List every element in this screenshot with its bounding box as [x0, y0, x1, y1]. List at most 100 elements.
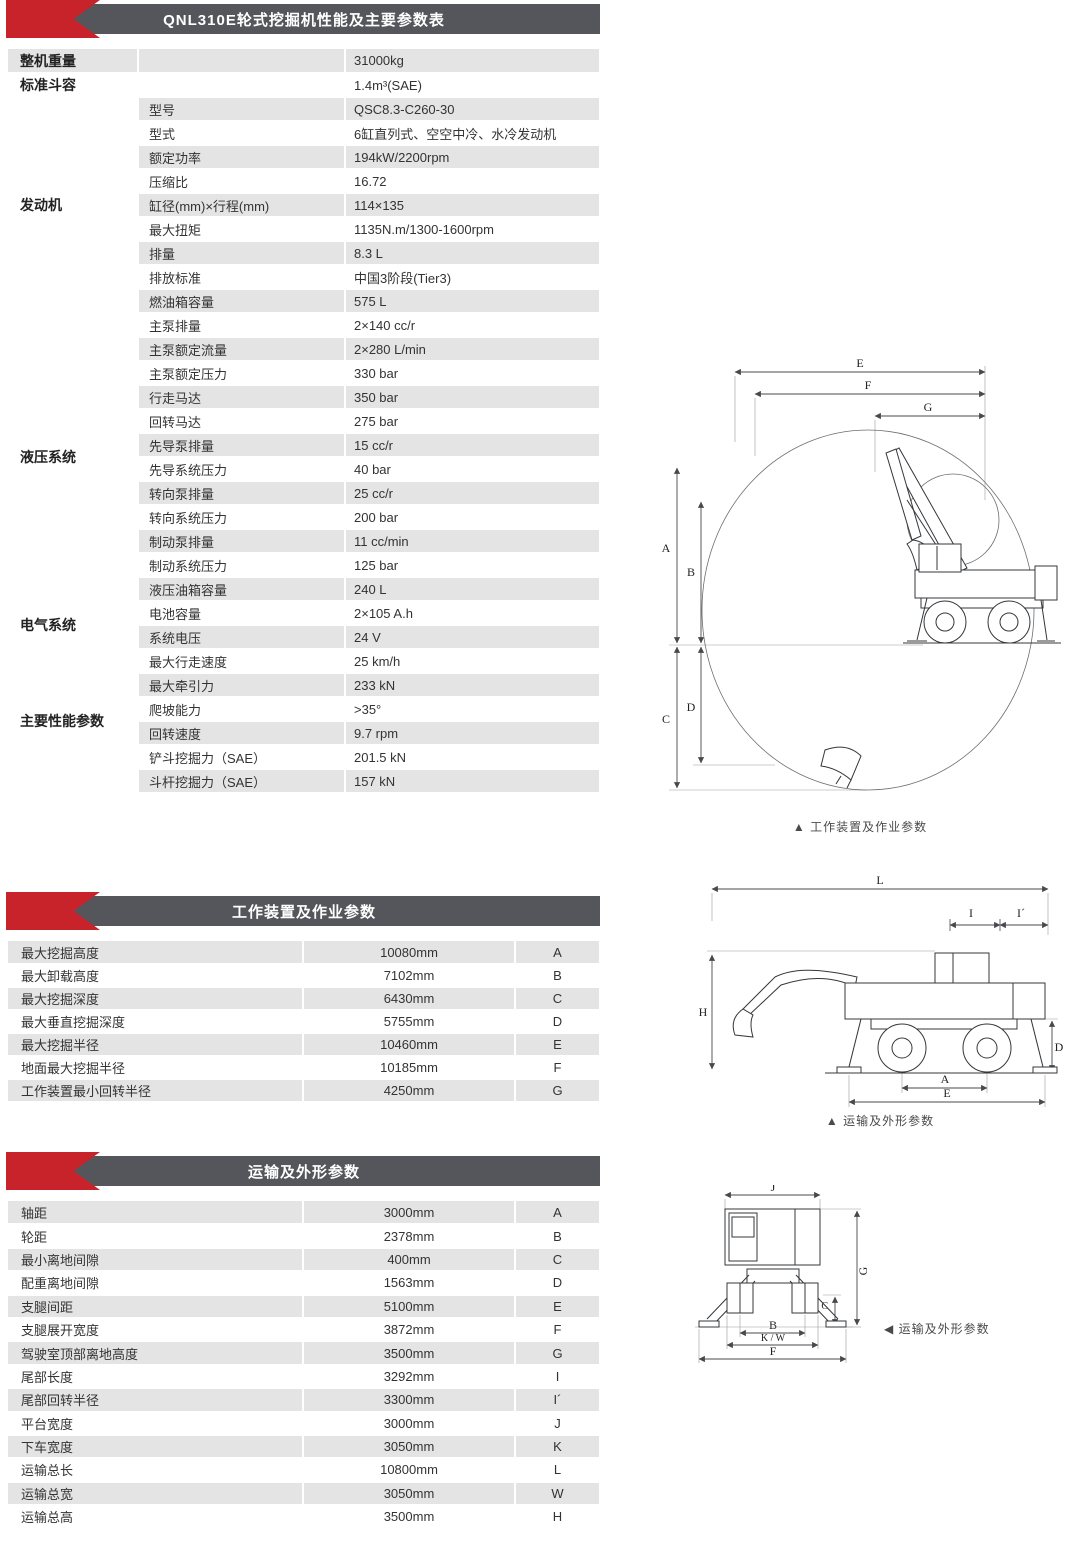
spec-value: 114×135: [345, 193, 601, 218]
dim-label-g: G: [924, 400, 933, 414]
dim-label-b: B: [769, 1318, 777, 1332]
spec-label: 铲斗挖掘力（SAE）: [138, 745, 346, 770]
param-pval: 3500mm: [303, 1341, 516, 1366]
spec-label: [138, 49, 346, 74]
param-code: E: [515, 1294, 601, 1319]
param-pval: 1563mm: [303, 1271, 516, 1296]
working-section-title: 工作装置及作业参数: [231, 903, 376, 921]
spec-label: 电池容量: [138, 601, 346, 626]
param-name: 支腿间距: [8, 1294, 304, 1319]
spec-label: 先导系统压力: [138, 457, 346, 482]
working-figure-caption: ▲ 工作装置及作业参数: [792, 820, 928, 834]
dim-label-f: F: [770, 1344, 777, 1358]
param-pval: 5755mm: [303, 1010, 516, 1034]
spec-value: 40 bar: [345, 457, 601, 482]
spec-label: 系统电压: [138, 625, 346, 650]
spec-value: 200 bar: [345, 505, 601, 530]
param-code: E: [515, 1033, 601, 1057]
spec-label: 主泵额定压力: [138, 361, 346, 386]
param-pval: 10800mm: [303, 1458, 516, 1483]
param-name: 运输总高: [8, 1505, 304, 1530]
param-code: G: [515, 1079, 601, 1103]
spec-value: QSC8.3-C260-30: [345, 97, 601, 122]
param-name: 最大卸载高度: [8, 964, 304, 988]
param-name: 最大挖掘高度: [8, 941, 304, 965]
spec-value: 201.5 kN: [345, 745, 601, 770]
spec-category: 发动机: [8, 97, 139, 314]
param-code: F: [515, 1056, 601, 1080]
spec-value: 240 L: [345, 577, 601, 602]
spec-value: >35°: [345, 697, 601, 722]
spec-row: 爬坡能力>35°: [8, 697, 601, 722]
param-name: 尾部回转半径: [8, 1388, 304, 1413]
param-code: H: [515, 1505, 601, 1530]
param-name: 最大垂直挖掘深度: [8, 1010, 304, 1034]
spec-value: 25 km/h: [345, 649, 601, 674]
spec-label: 先导泵排量: [138, 433, 346, 458]
param-code: D: [515, 1010, 601, 1034]
spec-value: 194kW/2200rpm: [345, 145, 601, 170]
spec-label: 主泵排量: [138, 313, 346, 338]
spec-category: 主要性能参数: [8, 649, 139, 794]
spec-label: 最大扭矩: [138, 217, 346, 242]
spec-label: 燃油箱容量: [138, 289, 346, 314]
dim-label-l: L: [876, 875, 883, 887]
spec-label: 型式: [138, 121, 346, 146]
param-pval: 5100mm: [303, 1294, 516, 1319]
param-code: J: [515, 1411, 601, 1436]
param-name: 支腿展开宽度: [8, 1317, 304, 1343]
spec-label: 行走马达: [138, 385, 346, 410]
spec-label: 转向泵排量: [138, 481, 346, 506]
param-pval: 7102mm: [303, 964, 516, 988]
spec-row: 铲斗挖掘力（SAE）201.5 kN: [8, 745, 601, 770]
spec-row: 缸径(mm)×行程(mm)114×135: [8, 193, 601, 218]
dim-label-c: C: [821, 1301, 828, 1312]
spec-label: 液压油箱容量: [138, 577, 346, 602]
dim-label-c: C: [662, 712, 670, 726]
spec-label: 排放标准: [138, 265, 346, 290]
page-title: QNL310E轮式挖掘机性能及主要参数表: [163, 11, 445, 29]
spec-value: 575 L: [345, 289, 601, 314]
spec-label: 最大牵引力: [138, 673, 346, 698]
spec-value: 6缸直列式、空空中冷、水冷发动机: [345, 121, 601, 146]
working-envelope-diagram: E F G A B C D: [662, 356, 1061, 791]
dim-label-d: D: [687, 700, 696, 714]
param-pval: 10080mm: [303, 941, 516, 965]
dim-label-i: I: [969, 906, 973, 920]
spec-category: 整机重量: [8, 49, 139, 74]
dimension-lines: J G C B K / W F: [698, 1185, 870, 1363]
dim-label-e: E: [856, 356, 863, 370]
param-pval: 3872mm: [303, 1317, 516, 1343]
param-name: 最大挖掘半径: [8, 1033, 304, 1057]
spec-label: 排量: [138, 241, 346, 266]
param-pval: 6430mm: [303, 987, 516, 1011]
spec-row: 斗杆挖掘力（SAE）157 kN: [8, 769, 601, 794]
param-name: 工作装置最小回转半径: [8, 1079, 304, 1103]
param-pval: 3500mm: [303, 1505, 516, 1530]
red-ribbon-icon: [6, 892, 100, 930]
spec-label: 制动泵排量: [138, 529, 346, 554]
red-ribbon-icon: [6, 1152, 100, 1190]
spec-label: 最大行走速度: [138, 649, 346, 674]
